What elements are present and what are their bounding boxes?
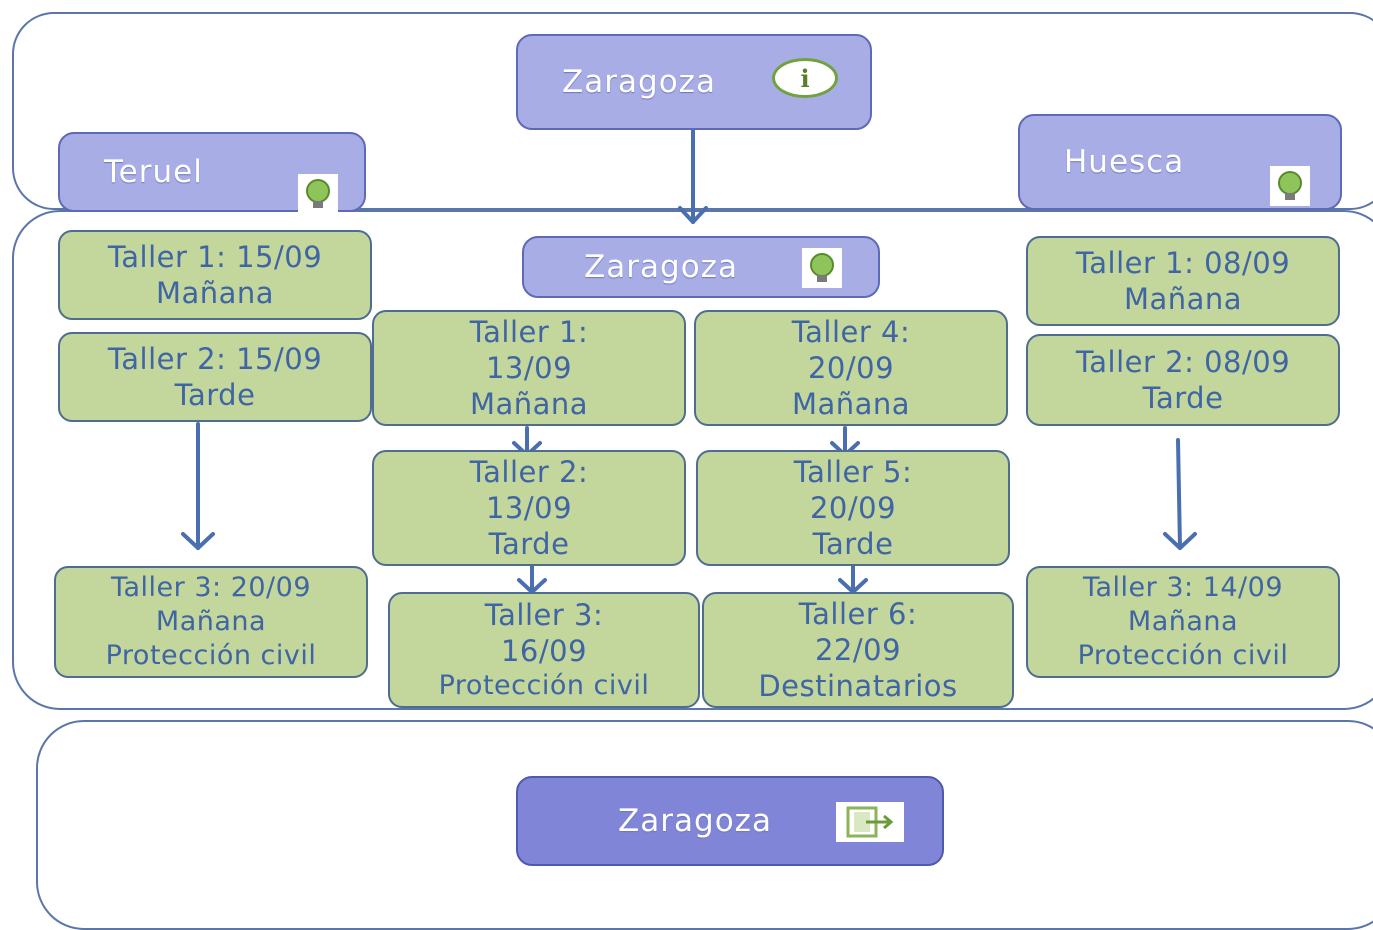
lightbulb-icon (802, 248, 842, 288)
zaragoza-taller-2: Taller 2: 13/09 Tarde (372, 450, 686, 566)
zaragoza-taller-5: Taller 5: 20/09 Tarde (696, 450, 1010, 566)
huesca-taller-3: Taller 3: 14/09 Mañana Protección civil (1026, 566, 1340, 678)
info-icon: i (772, 58, 838, 98)
huesca-taller-1: Taller 1: 08/09 Mañana (1026, 236, 1340, 326)
exit-icon (836, 802, 904, 842)
zaragoza-taller-6: Taller 6: 22/09 Destinatarios (702, 592, 1014, 708)
zaragoza-middle-box: Zaragoza (522, 236, 880, 298)
zaragoza-taller-4: Taller 4: 20/09 Mañana (694, 310, 1008, 426)
zaragoza-taller-3: Taller 3: 16/09 Protección civil (388, 592, 700, 708)
huesca-label: Huesca (1064, 144, 1185, 180)
zaragoza-taller-1: Taller 1: 13/09 Mañana (372, 310, 686, 426)
zaragoza-middle-label: Zaragoza (584, 249, 738, 285)
huesca-taller-2: Taller 2: 08/09 Tarde (1026, 334, 1340, 426)
teruel-taller-1: Taller 1: 15/09 Mañana (58, 230, 372, 320)
lightbulb-icon (1270, 166, 1310, 206)
teruel-taller-2: Taller 2: 15/09 Tarde (58, 332, 372, 422)
lightbulb-icon (298, 174, 338, 214)
zaragoza-bottom-box: Zaragoza (516, 776, 944, 866)
zaragoza-bottom-label: Zaragoza (618, 803, 772, 839)
teruel-label: Teruel (104, 154, 203, 190)
zaragoza-top-label: Zaragoza (562, 64, 716, 100)
teruel-taller-3: Taller 3: 20/09 Mañana Protección civil (54, 566, 368, 678)
